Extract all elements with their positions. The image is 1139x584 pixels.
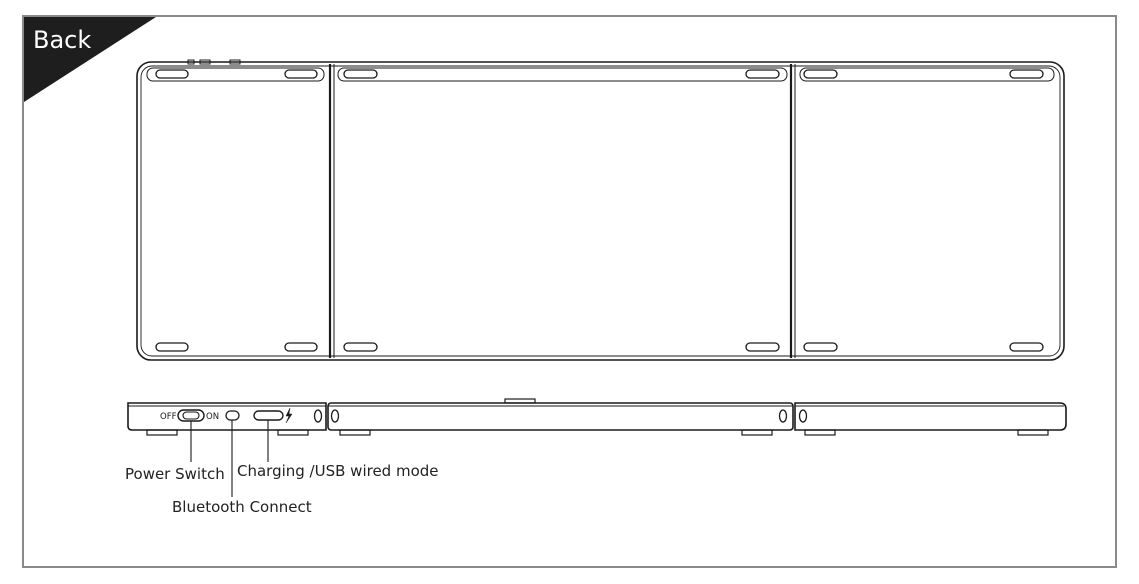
top-bump: [229, 59, 241, 65]
rubber-foot: [803, 69, 838, 79]
rubber-foot: [284, 342, 318, 352]
rubber-foot: [343, 69, 378, 79]
side-left-section: [127, 402, 327, 431]
callout-power-switch: Power Switch: [125, 465, 225, 483]
hinge-pin: [798, 409, 808, 423]
rubber-foot: [745, 342, 780, 352]
side-center-section: [327, 402, 794, 431]
rubber-foot: [745, 69, 780, 79]
rubber-foot: [284, 69, 318, 79]
rubber-foot: [343, 342, 378, 352]
side-foot: [277, 429, 309, 436]
power-switch-knob: [182, 411, 200, 420]
switch-off-label: OFF: [160, 412, 177, 422]
side-foot: [741, 429, 773, 436]
side-foot: [804, 429, 836, 436]
rubber-foot: [155, 342, 189, 352]
corner-label: Back: [33, 26, 92, 54]
keyboard-back-view: [136, 59, 1065, 361]
callout-charging-usb: Charging /USB wired mode: [237, 462, 439, 480]
diagram-frame: [22, 15, 1117, 568]
hinge-pin: [313, 409, 323, 423]
callout-bluetooth-connect: Bluetooth Connect: [172, 498, 312, 516]
hinge-pin: [330, 409, 340, 423]
rubber-foot: [1009, 69, 1044, 79]
lightning-icon: [285, 407, 293, 424]
keyboard-body-outline: [136, 61, 1065, 361]
usb-port: [253, 410, 284, 421]
panel-center-rail: [337, 67, 788, 82]
side-foot: [146, 429, 178, 436]
corner-triangle: [24, 17, 156, 102]
rubber-foot: [1009, 342, 1044, 352]
panel-left-rail: [146, 67, 325, 82]
keyboard-body-inner: [140, 65, 1061, 357]
rubber-foot: [155, 69, 189, 79]
side-foot: [339, 429, 371, 436]
bluetooth-connect-button: [225, 410, 240, 421]
top-bump: [187, 59, 195, 65]
keyboard-side-view: [127, 398, 1067, 497]
panel-right-rail: [799, 67, 1055, 82]
side-foot: [1017, 429, 1049, 436]
hinge-pin: [778, 409, 788, 423]
top-bump: [199, 59, 211, 65]
switch-on-label: ON: [206, 412, 219, 422]
side-right-section: [794, 402, 1067, 431]
rubber-foot: [803, 342, 838, 352]
